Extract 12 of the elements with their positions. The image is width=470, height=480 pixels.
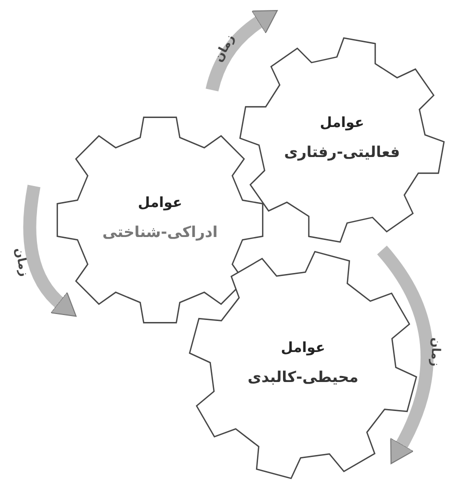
gear-heading: عوامل: [138, 195, 182, 211]
gear-shape: [54, 114, 266, 326]
gear-shape: [187, 249, 419, 480]
arrow-label: زمان: [211, 32, 237, 64]
gear-heading: عوامل: [280, 340, 326, 356]
gear-label: محیطی-کالبدی: [248, 368, 358, 386]
arrow-label: زمان: [428, 337, 444, 367]
gear-label: فعالیتی-رفتاری: [284, 143, 400, 161]
gear-shape: [238, 36, 446, 244]
gear-label: ادراکی-شناختی: [102, 223, 218, 241]
gear-heading: عوامل: [320, 115, 364, 131]
arrow-label: زمان: [12, 246, 32, 278]
